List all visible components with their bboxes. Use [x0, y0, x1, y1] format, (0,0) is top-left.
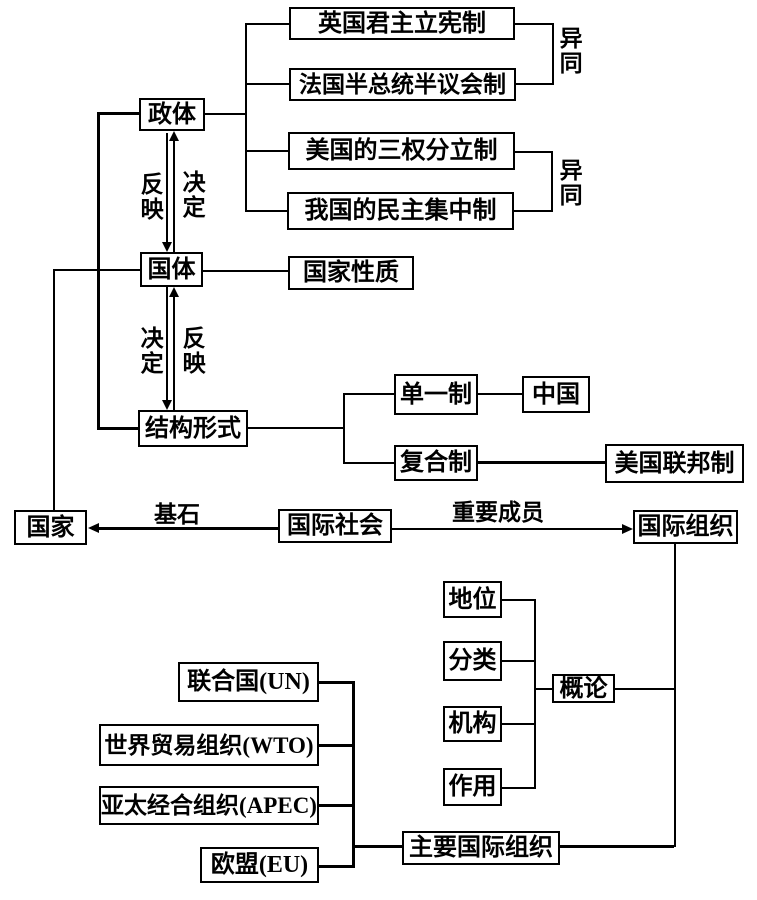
connector-line [97, 427, 138, 430]
connector-line [245, 150, 289, 152]
connector-line [552, 23, 554, 85]
connector-line [502, 723, 536, 725]
node-apec: 亚太经合组织(APEC) [99, 786, 319, 825]
connector-line [352, 681, 355, 868]
connector-line [248, 427, 344, 429]
connector-line [615, 688, 674, 690]
connector-line [478, 461, 605, 464]
connector-line [516, 83, 554, 85]
arrowhead-up [169, 287, 179, 297]
label-similarities-differences-top: 异同 [556, 26, 582, 76]
connector-line [92, 527, 278, 530]
connector-line [515, 23, 554, 25]
node-state: 国家 [14, 510, 87, 545]
node-unitary-system: 单一制 [394, 374, 478, 415]
node-china-democratic-centralism: 我国的民主集中制 [287, 192, 514, 230]
node-classification: 分类 [443, 641, 502, 681]
connector-line [343, 393, 345, 464]
node-france-semi-presidential-system: 法国半总统半议会制 [289, 68, 516, 101]
node-international-society: 国际社会 [278, 509, 392, 543]
connector-line [245, 23, 289, 25]
node-role: 作用 [443, 768, 502, 806]
connector-line [502, 599, 536, 601]
node-wto: 世界贸易组织(WTO) [99, 724, 319, 766]
connector-line [352, 845, 402, 848]
node-us-separation-of-powers: 美国的三权分立制 [288, 132, 515, 170]
connector-line [173, 294, 175, 410]
connector-line [245, 210, 287, 212]
connector-line [53, 269, 55, 510]
arrowhead-left [88, 523, 99, 533]
node-overview: 概论 [552, 674, 615, 703]
connector-line [343, 462, 394, 464]
connector-line [173, 139, 175, 252]
connector-line [560, 845, 674, 848]
connector-line [551, 151, 553, 212]
node-status: 地位 [443, 581, 502, 618]
node-us-federalism: 美国联邦制 [605, 444, 744, 483]
connector-line [203, 270, 288, 272]
connector-line [53, 269, 140, 271]
connector-line [97, 112, 100, 430]
connector-line [245, 23, 247, 212]
label-reflects-upper: 反映 [137, 172, 163, 222]
node-international-organizations: 国际组织 [633, 510, 738, 544]
connector-line [534, 688, 552, 690]
connector-line [319, 744, 355, 747]
arrowhead-up [169, 131, 179, 141]
label-determines-lower: 决定 [137, 326, 163, 376]
label-similarities-differences-mid: 异同 [556, 158, 582, 208]
connector-line [514, 210, 553, 212]
label-determines-upper: 决定 [179, 170, 205, 220]
connector-line [245, 83, 289, 85]
arrowhead-down [162, 242, 172, 252]
connector-line [319, 865, 355, 868]
node-form-of-government: 政体 [139, 98, 205, 131]
connector-line [319, 804, 355, 807]
node-composite-system: 复合制 [394, 445, 478, 481]
connector-line [674, 544, 676, 847]
connector-line [392, 528, 626, 530]
node-china: 中国 [522, 376, 590, 413]
node-major-international-organizations: 主要国际组织 [402, 831, 560, 865]
connector-line [166, 287, 168, 403]
label-cornerstone: 基石 [154, 502, 200, 527]
label-reflects-lower: 反映 [179, 326, 205, 376]
connector-line [319, 681, 355, 684]
connector-line [515, 151, 553, 153]
connector-line [502, 787, 536, 789]
node-organs: 机构 [443, 706, 502, 742]
node-united-nations: 联合国(UN) [178, 662, 319, 702]
node-structural-form: 结构形式 [138, 410, 248, 447]
connector-line [97, 112, 139, 115]
connector-line [166, 133, 168, 245]
arrowhead-right [622, 524, 633, 534]
node-nature-of-state: 国家性质 [288, 256, 414, 290]
label-important-member: 重要成员 [452, 500, 544, 525]
node-eu: 欧盟(EU) [200, 847, 319, 883]
node-uk-constitutional-monarchy: 英国君主立宪制 [289, 7, 515, 40]
node-state-body: 国体 [140, 252, 203, 287]
connector-line [534, 599, 536, 789]
connector-line [502, 660, 536, 662]
arrowhead-down [162, 400, 172, 410]
connector-line [478, 393, 522, 395]
connector-line [204, 113, 247, 115]
connector-line [343, 393, 394, 395]
